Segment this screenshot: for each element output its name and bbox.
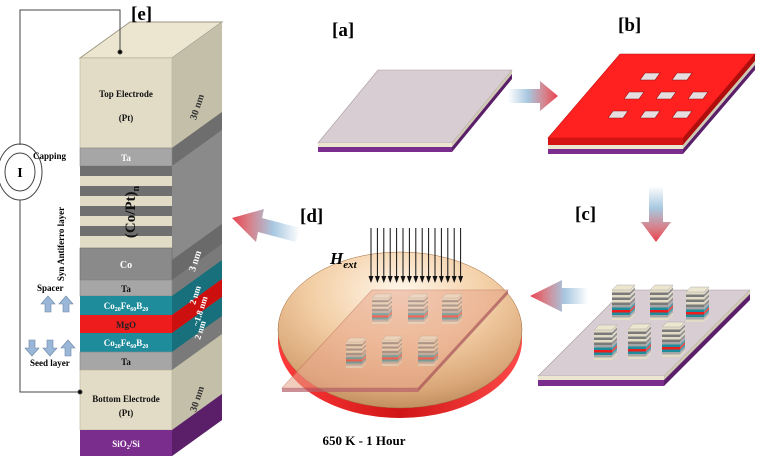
spacer-ta-label: Ta xyxy=(121,284,131,294)
field-arrowhead xyxy=(406,276,412,283)
seed-ta-label: Ta xyxy=(121,357,131,367)
pillar xyxy=(381,335,403,366)
process-arrow-b-to-c xyxy=(641,186,671,242)
substrate-label: SiO2/Si xyxy=(112,439,140,451)
layer-stack: Top Electrode (Pt) Ta (Co/Pt)n Co Ta Co2… xyxy=(78,21,224,456)
capping-ta-label: Ta xyxy=(121,153,131,163)
field-arrowhead xyxy=(368,276,374,283)
pillar xyxy=(685,286,710,322)
panel-label-b: [b] xyxy=(618,15,641,36)
pillar xyxy=(441,293,463,324)
substrate-layer xyxy=(80,430,172,456)
co-pt-multilayer xyxy=(80,166,172,248)
top-electrode-layer xyxy=(79,57,173,149)
mgo-layer xyxy=(80,315,172,333)
down-arrow-icon xyxy=(42,339,58,357)
pillar xyxy=(649,284,674,320)
substrate-panel-a xyxy=(317,69,513,152)
bottom-electrode-material: (Pt) xyxy=(119,408,134,418)
current-source-ring-inner xyxy=(4,152,36,192)
co-pt-label: (Co/Pt)n xyxy=(123,185,142,238)
field-arrowhead xyxy=(387,276,393,283)
syn-antiferro-label: Syn Antiferro layer xyxy=(56,207,66,281)
pillar xyxy=(407,293,429,324)
cofeb-bottom-label: Co20Fe60B20 xyxy=(104,338,149,350)
seed-layer-label: Seed layer xyxy=(30,358,70,368)
bottom-electrode-label: Bottom Electrode xyxy=(92,394,160,404)
process-arrow-a-to-b xyxy=(508,81,558,111)
anneal-panel-d xyxy=(277,251,523,418)
panel-label-c: [c] xyxy=(575,204,596,225)
spacer-label: Spacer xyxy=(37,283,64,293)
pillar xyxy=(611,284,636,320)
measurement-circuit xyxy=(0,9,123,395)
up-arrow-icon xyxy=(40,295,56,313)
field-arrowhead xyxy=(426,276,432,283)
resist-panel-b xyxy=(547,53,756,154)
top-electrode-label: Top Electrode xyxy=(99,89,153,99)
panel-label-a: [a] xyxy=(332,20,354,41)
panel-label-d: [d] xyxy=(300,206,323,227)
bottom-electrode-layer xyxy=(79,369,173,431)
process-arrow-c-to-d xyxy=(530,280,588,312)
field-arrowhead xyxy=(381,276,387,283)
spacer-spin-arrows xyxy=(40,295,74,313)
field-arrowhead xyxy=(413,276,419,283)
pillar xyxy=(371,293,393,324)
field-arrowhead xyxy=(445,276,451,283)
field-arrowhead xyxy=(419,276,425,283)
field-arrowhead xyxy=(438,276,444,283)
pillar xyxy=(661,321,686,357)
external-field-arrows xyxy=(368,228,464,283)
pillar xyxy=(345,337,367,368)
anneal-condition-label: 650 K - 1 Hour xyxy=(322,433,405,448)
pillar-array xyxy=(593,284,710,360)
annealed-pillar-array xyxy=(345,293,463,368)
current-source-ring-outer xyxy=(0,143,43,201)
co-label: Co xyxy=(120,260,132,271)
seed-spin-arrows xyxy=(24,339,76,357)
down-arrow-icon xyxy=(24,339,40,357)
pillar xyxy=(627,323,652,359)
panel-label-e: [e] xyxy=(131,4,152,25)
pillar xyxy=(417,335,439,366)
field-arrowhead xyxy=(400,276,406,283)
field-arrowhead xyxy=(394,276,400,283)
field-label: Hext xyxy=(329,249,358,271)
capping-label: Capping xyxy=(33,151,67,161)
mgo-label: MgO xyxy=(116,320,136,330)
up-arrow-icon xyxy=(60,339,76,357)
resist-openings xyxy=(607,72,709,119)
field-arrowhead xyxy=(374,276,380,283)
cofeb-top-label: Co20Fe60B20 xyxy=(104,301,149,313)
field-arrowhead xyxy=(458,276,464,283)
current-label: I xyxy=(17,166,22,181)
field-arrowhead xyxy=(432,276,438,283)
top-electrode-material: (Pt) xyxy=(119,113,134,123)
co-layer xyxy=(79,247,173,281)
up-arrow-icon xyxy=(58,295,74,313)
cofeb-top-layer xyxy=(80,296,172,315)
process-arrow-d-to-e xyxy=(232,209,300,242)
field-arrowhead xyxy=(451,276,457,283)
pillar xyxy=(593,324,618,360)
cofeb-bottom-layer xyxy=(80,333,172,352)
